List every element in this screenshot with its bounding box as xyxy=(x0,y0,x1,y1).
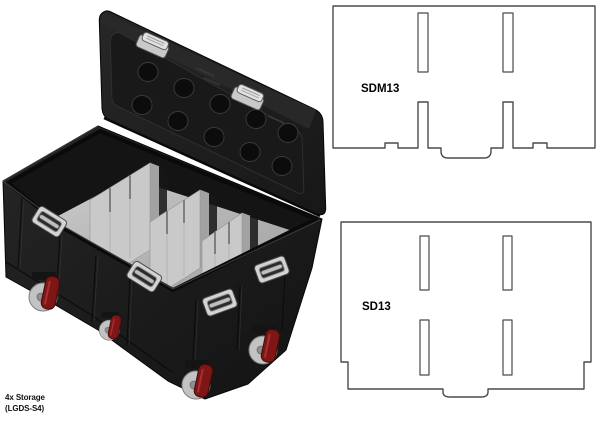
panel-label-sd13: SD13 xyxy=(362,301,391,313)
caption: 4x Storage (LGDS-S4) xyxy=(5,393,45,414)
caption-line-model: (LGDS-S4) xyxy=(5,403,45,413)
lid-dimples xyxy=(131,62,299,176)
panel-label-sdm13: SDM13 xyxy=(361,83,399,95)
panel-outline-sd13: SD13 xyxy=(340,221,592,398)
caption-line-quantity: 4x Storage xyxy=(5,393,45,402)
trunk-molding-highlights xyxy=(19,197,243,363)
divider-drawings: SDM13 SD13 xyxy=(332,5,596,398)
storage-trunk-illustration xyxy=(2,10,327,400)
trunk-lid xyxy=(98,10,327,218)
panel-outline-sdm13: SDM13 xyxy=(332,5,596,159)
